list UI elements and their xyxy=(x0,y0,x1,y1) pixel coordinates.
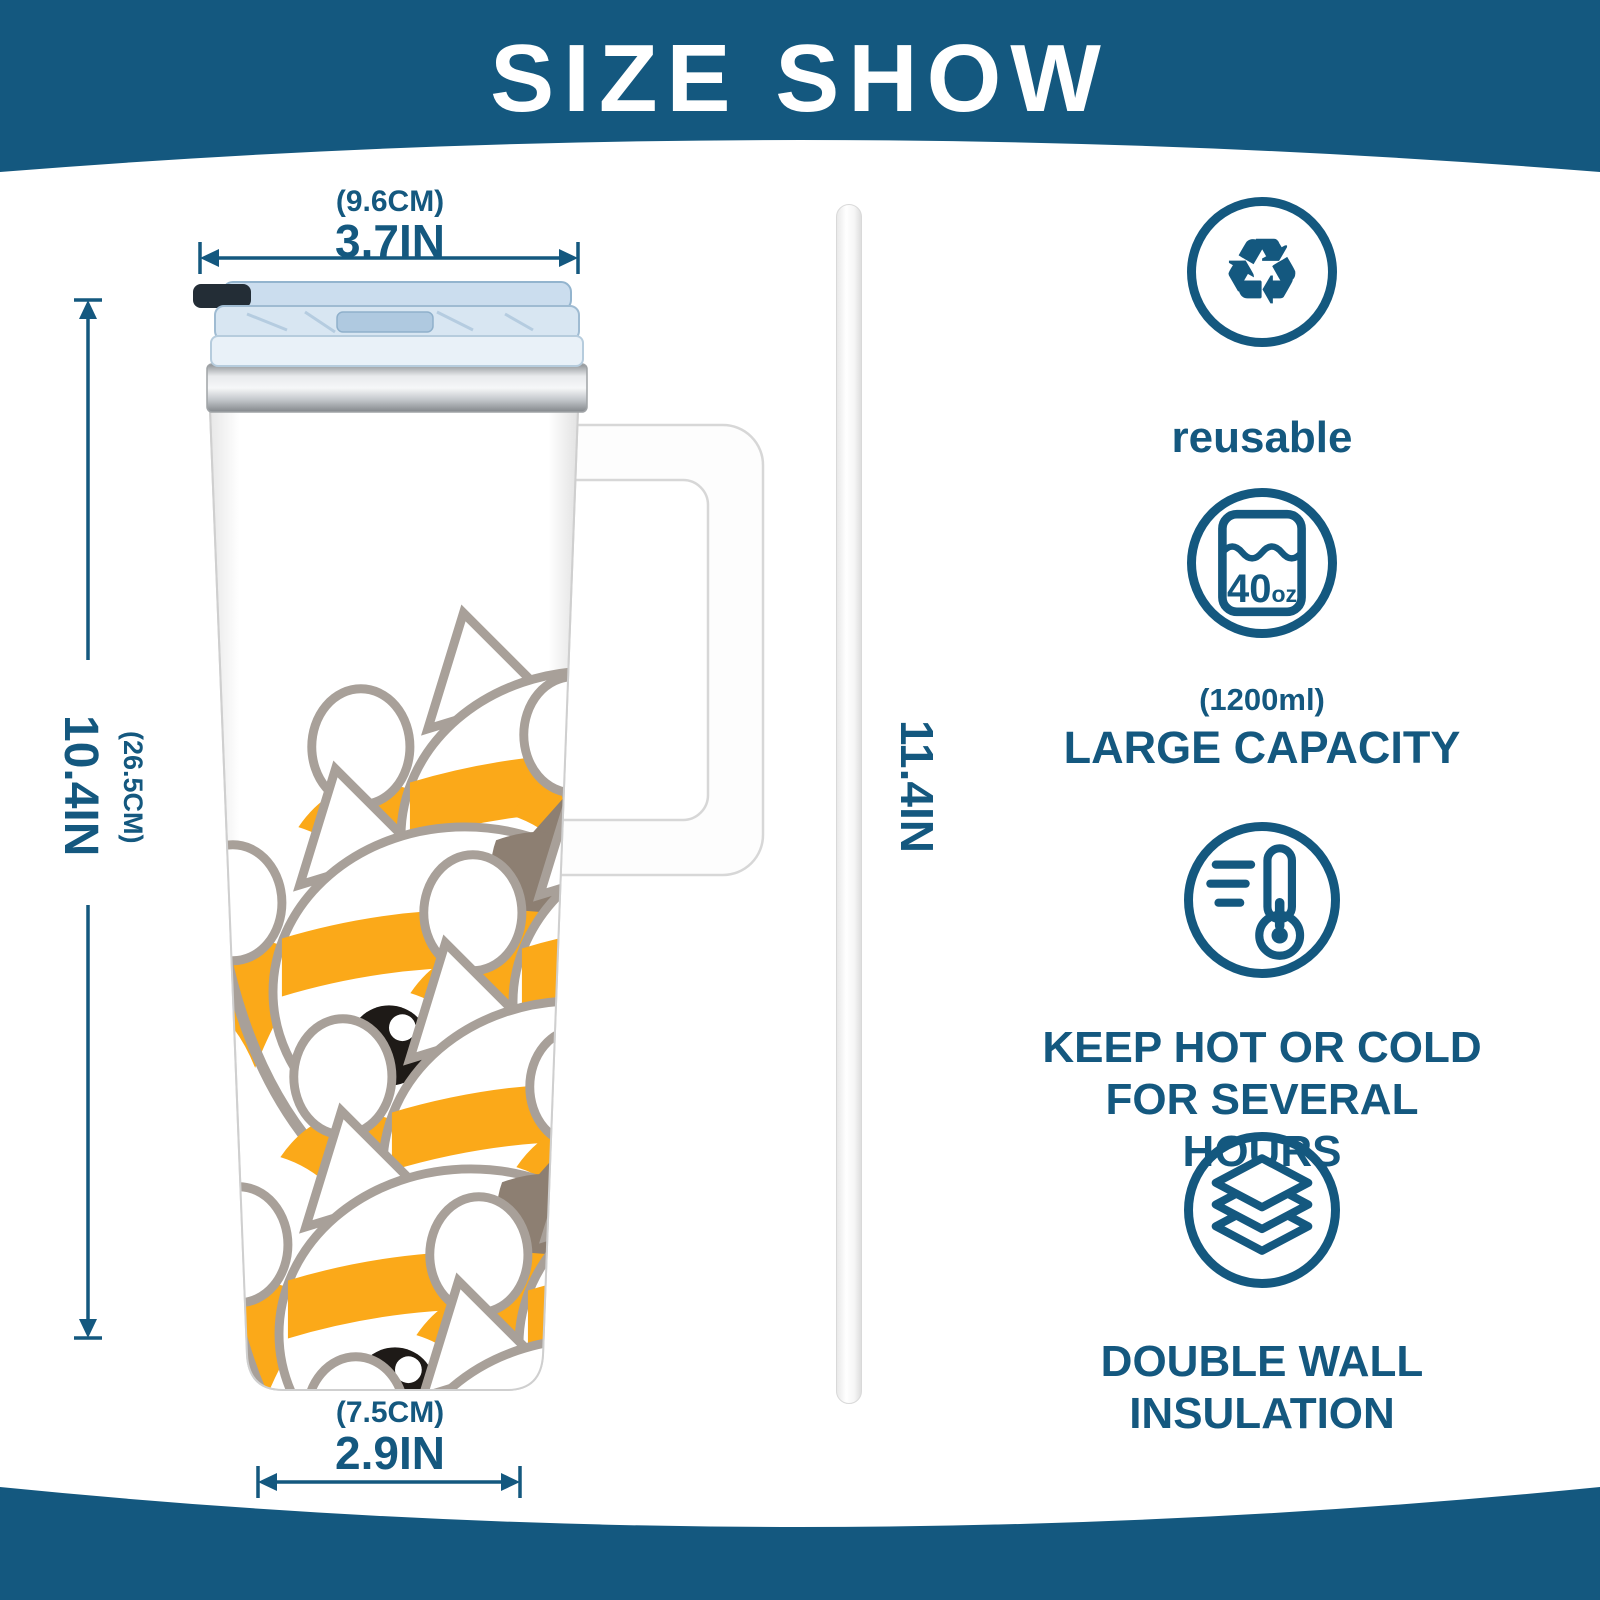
lid-width-in: 3.7IN xyxy=(335,215,445,267)
height-in: 10.4IN xyxy=(54,715,107,857)
feature-label-capacity: LARGE CAPACITY xyxy=(1063,722,1461,773)
steel-band xyxy=(206,363,588,413)
feature-label-reusable: reusable xyxy=(1171,413,1353,462)
lid-flip-tab xyxy=(193,284,251,308)
capacity-number: 40 xyxy=(1226,567,1272,611)
footer-band xyxy=(0,1487,1600,1600)
tumbler-lid xyxy=(193,281,584,367)
base-width-in: 2.9IN xyxy=(335,1427,445,1479)
capacity-cup-glyph xyxy=(1218,509,1306,617)
recycle-glyph: ♻ xyxy=(1222,222,1302,321)
tumbler-illustration xyxy=(193,281,765,1391)
base-width-cm: (7.5CM) xyxy=(335,1396,445,1429)
capacity-unit: oz xyxy=(1271,581,1298,607)
header-band xyxy=(0,0,1600,172)
feature-label-ml: (1200ml) xyxy=(1199,682,1325,717)
straw-illustration xyxy=(836,204,862,1404)
layers-glyph xyxy=(1211,1154,1313,1255)
lid-width-cm: (9.6CM) xyxy=(335,185,445,218)
page-title: SIZE SHOW xyxy=(490,25,1110,132)
height-cm: (26.5CM) xyxy=(118,731,148,844)
insulation-icon xyxy=(1184,1132,1340,1288)
straw-length-in: 11.4IN xyxy=(891,719,943,853)
thermometer-icon xyxy=(1184,822,1340,978)
tumbler-handle xyxy=(553,423,765,877)
thermometer-glyph xyxy=(1206,844,1305,960)
feature-label-insulation: DOUBLE WALL INSULATION xyxy=(1100,1337,1424,1438)
capacity-badge: 40oz xyxy=(1196,569,1328,609)
recycle-icon: ♻ xyxy=(1187,197,1337,347)
capacity-icon: 40oz xyxy=(1187,488,1337,638)
